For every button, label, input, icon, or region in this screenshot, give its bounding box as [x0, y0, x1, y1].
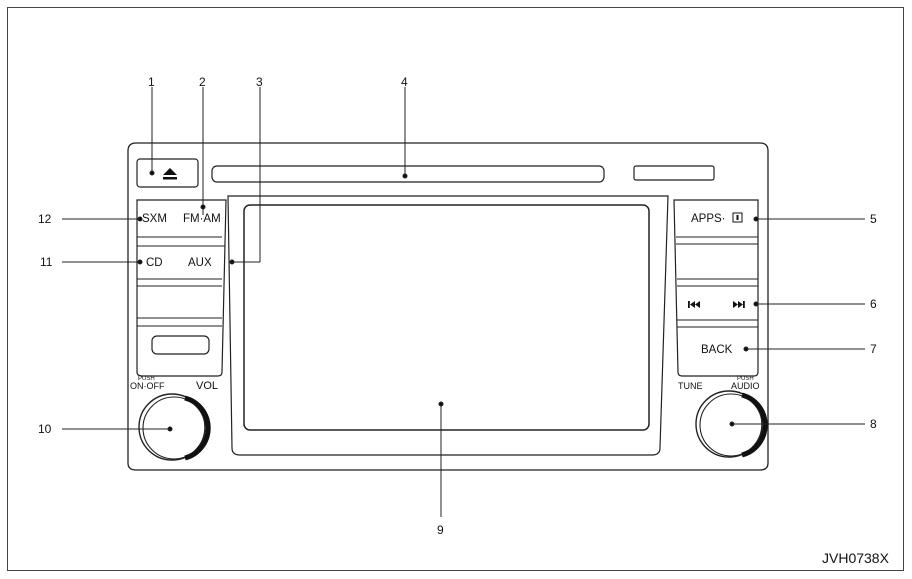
- figure-frame: [7, 7, 904, 571]
- cd-button[interactable]: CD: [146, 257, 163, 269]
- left-push-label: PUSH: [138, 376, 155, 382]
- audio-label: AUDIO: [731, 381, 760, 391]
- cd-slot[interactable]: [211, 165, 605, 183]
- callout-4: 4: [401, 75, 408, 89]
- info-box-icon: [732, 212, 743, 223]
- right-button-panel: [673, 199, 759, 377]
- callout-6: 6: [870, 297, 877, 311]
- callout-8: 8: [870, 417, 877, 431]
- leader-lines: [62, 87, 865, 517]
- touch-screen[interactable]: [243, 204, 650, 431]
- card-slot[interactable]: [633, 165, 715, 181]
- tune-label: TUNE: [678, 381, 703, 391]
- vol-label: VOL: [196, 380, 218, 392]
- vol-knob[interactable]: [138, 393, 211, 461]
- callout-1: 1: [148, 75, 155, 89]
- aux-button[interactable]: AUX: [188, 257, 212, 269]
- callout-10: 10: [38, 422, 52, 436]
- callout-11: 11: [40, 255, 53, 269]
- apps-button[interactable]: APPS·: [691, 213, 726, 225]
- screen-surround: [227, 195, 669, 456]
- callout-2: 2: [199, 75, 206, 89]
- back-button[interactable]: BACK: [701, 344, 733, 356]
- callout-12: 12: [38, 212, 52, 226]
- eject-icon[interactable]: [163, 168, 177, 180]
- left-button-panel: [136, 199, 227, 377]
- right-push-label: PUSH: [737, 376, 754, 382]
- sxm-button[interactable]: SXM: [142, 213, 167, 225]
- eject-area: [136, 158, 199, 188]
- left-blank-button[interactable]: [151, 335, 210, 355]
- unit-bezel: [127, 142, 769, 471]
- skip-previous-icon[interactable]: [688, 301, 700, 308]
- onoff-label: ON·OFF: [130, 381, 165, 391]
- callout-9: 9: [437, 523, 444, 537]
- callout-3: 3: [256, 75, 263, 89]
- fm-am-button[interactable]: FM·AM: [183, 213, 221, 225]
- callout-5: 5: [870, 212, 877, 226]
- skip-next-icon[interactable]: [733, 301, 745, 308]
- callout-7: 7: [870, 342, 877, 356]
- figure-code: JVH0738X: [822, 550, 890, 566]
